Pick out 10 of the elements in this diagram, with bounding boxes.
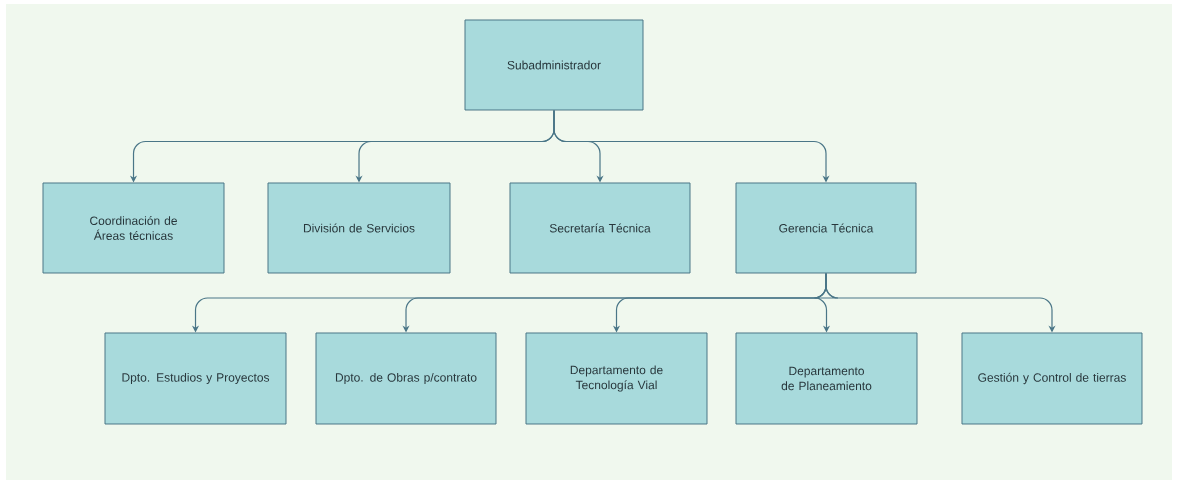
org-box: Departamento de Tecnología Vial (525, 332, 708, 425)
org-box: Coordinación de Áreas técnicas (42, 182, 225, 274)
org-box: División de Servicios (267, 182, 451, 274)
org-box: Departamento de Planeamiento (735, 332, 918, 425)
org-box: Gestión y Control de tierras (961, 332, 1143, 425)
org-box: Dpto. Estudios y Proyectos (104, 332, 287, 425)
org-box: Dpto. de Obras p/contrato (315, 332, 497, 425)
org-box: Gerencia Técnica (735, 182, 917, 274)
org-box: Secretaría Técnica (509, 182, 691, 274)
org-box: Subadministrador (464, 19, 644, 111)
